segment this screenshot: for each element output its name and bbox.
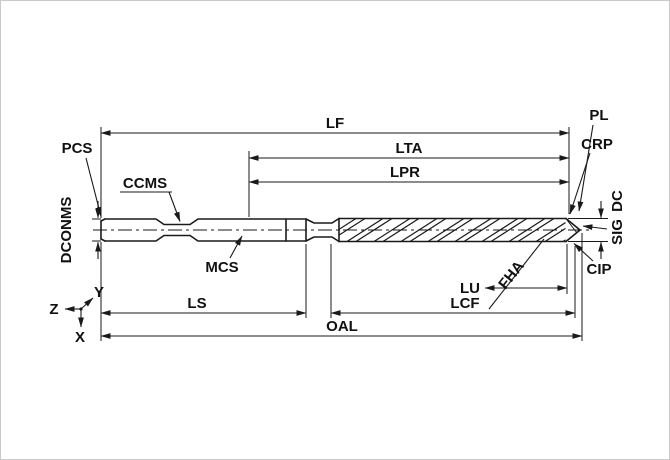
dimension-lta: LTA	[248, 140, 570, 161]
dimension-lcf: LCF	[330, 295, 576, 316]
flute-helix-line	[339, 219, 366, 236]
flute-helix-line	[544, 227, 566, 241]
flute-helix-line	[436, 219, 474, 241]
flute-helix-line	[454, 219, 492, 241]
flute-helix-line	[427, 219, 465, 241]
flute-helix-line	[409, 219, 447, 241]
flute-helix-line	[382, 219, 420, 241]
lpr-label: LPR	[390, 164, 420, 181]
dc-label: DC	[609, 190, 626, 212]
callout-sig: SIG	[582, 219, 626, 245]
flute-helix-line	[535, 221, 566, 241]
flute-helix-line	[517, 219, 555, 241]
lu-label: LU	[460, 280, 480, 297]
pl-label: PL	[589, 107, 608, 124]
ls-label: LS	[187, 295, 206, 312]
lcf-label: LCF	[450, 295, 479, 312]
fha-helix-angle-line	[488, 238, 545, 310]
fha-label: FHA	[495, 258, 527, 293]
shank-end-chamfer	[100, 218, 106, 242]
sig-label: SIG	[609, 219, 626, 245]
axis-z-label: Z	[49, 301, 58, 318]
point-facet-line	[566, 219, 578, 234]
callout-mcs: MCS	[205, 235, 243, 276]
neck-top-edge	[305, 217, 340, 224]
flute-helix-line	[346, 219, 384, 241]
flute-helix-pattern	[339, 219, 566, 241]
mcs-label: MCS	[205, 259, 238, 276]
lta-label: LTA	[396, 140, 423, 157]
ccms-label: CCMS	[123, 175, 167, 192]
dimension-dc: DC	[598, 190, 626, 259]
flute-helix-line	[339, 219, 357, 230]
shank-top-edge	[104, 218, 307, 226]
axis-y-label: Y	[94, 284, 104, 301]
shank-bottom-edge	[104, 234, 307, 242]
flute-helix-line	[355, 219, 393, 241]
flute-helix-line	[562, 239, 566, 241]
callout-pcs: PCS	[62, 140, 102, 217]
crp-leader	[569, 152, 591, 215]
crp-label: CRP	[581, 136, 613, 153]
dconms-label: DCONMS	[58, 197, 75, 264]
dimension-lu: LU	[460, 280, 568, 297]
callout-ccms: CCMS	[120, 175, 181, 222]
dimension-dconms: DCONMS	[58, 197, 101, 264]
cip-leader	[573, 243, 594, 262]
flute-helix-line	[481, 219, 519, 241]
cip-label: CIP	[586, 261, 611, 278]
sig-leader	[582, 224, 608, 231]
coordinate-axes: Z Y X	[49, 284, 104, 346]
mcs-leader	[229, 235, 243, 259]
dimension-lpr: LPR	[248, 164, 570, 185]
flute-helix-line	[463, 219, 501, 241]
callout-cip: CIP	[573, 243, 612, 278]
flute-helix-line	[490, 219, 528, 241]
axis-y-arrow	[80, 297, 94, 310]
dimension-lf: LF	[100, 115, 570, 136]
flute-helix-line	[373, 219, 411, 241]
callout-fha: FHA	[488, 238, 545, 310]
ccms-leader	[168, 191, 181, 222]
pcs-leader	[85, 157, 102, 217]
oal-label: OAL	[326, 318, 358, 335]
flute-helix-line	[400, 219, 438, 241]
pl-leader	[577, 124, 594, 212]
neck-bottom-edge	[305, 236, 340, 243]
lf-label: LF	[326, 115, 344, 132]
callout-pl: PL	[577, 107, 609, 212]
axis-x-label: X	[75, 329, 85, 346]
drill-body	[100, 217, 582, 243]
flute-helix-line	[508, 219, 546, 241]
dimension-oal: OAL	[100, 318, 583, 339]
callout-crp: CRP	[569, 136, 613, 215]
pcs-label: PCS	[62, 140, 93, 157]
dimension-ls: LS	[100, 295, 307, 316]
drill-point	[565, 217, 582, 243]
